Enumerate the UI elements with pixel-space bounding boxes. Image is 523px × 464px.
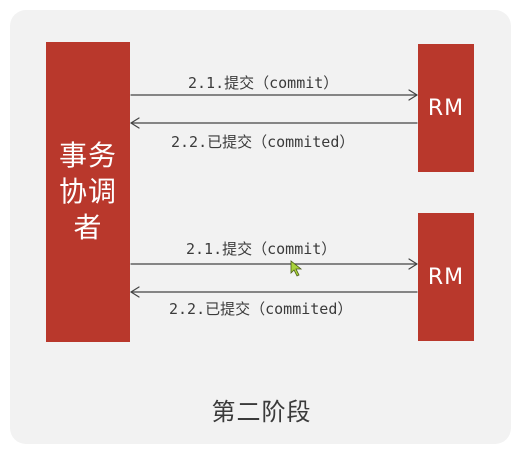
resource-manager-box-1: RM bbox=[418, 44, 474, 172]
message-rm1-commited: 2.2.已提交（commited） bbox=[171, 133, 355, 151]
transaction-coordinator-label: 事务协调者 bbox=[59, 139, 118, 244]
arrowhead-rm1-commited bbox=[130, 117, 140, 129]
arrowhead-rm2-commit bbox=[408, 258, 418, 270]
resource-manager-box-2: RM bbox=[418, 213, 474, 341]
mouse-cursor-icon bbox=[290, 260, 303, 277]
arrowhead-rm1-commit bbox=[408, 89, 418, 101]
phase-title: 第二阶段 bbox=[211, 398, 312, 426]
transaction-coordinator-box: 事务协调者 bbox=[46, 42, 130, 342]
arrowhead-rm2-commited bbox=[130, 286, 140, 298]
message-rm2-commited: 2.2.已提交（commited） bbox=[169, 300, 353, 318]
resource-manager-label-1: RM bbox=[427, 95, 465, 121]
resource-manager-label-2: RM bbox=[427, 264, 465, 290]
message-rm1-commit: 2.1.提交（commit） bbox=[188, 74, 339, 92]
message-rm2-commit: 2.1.提交（commit） bbox=[186, 240, 337, 258]
